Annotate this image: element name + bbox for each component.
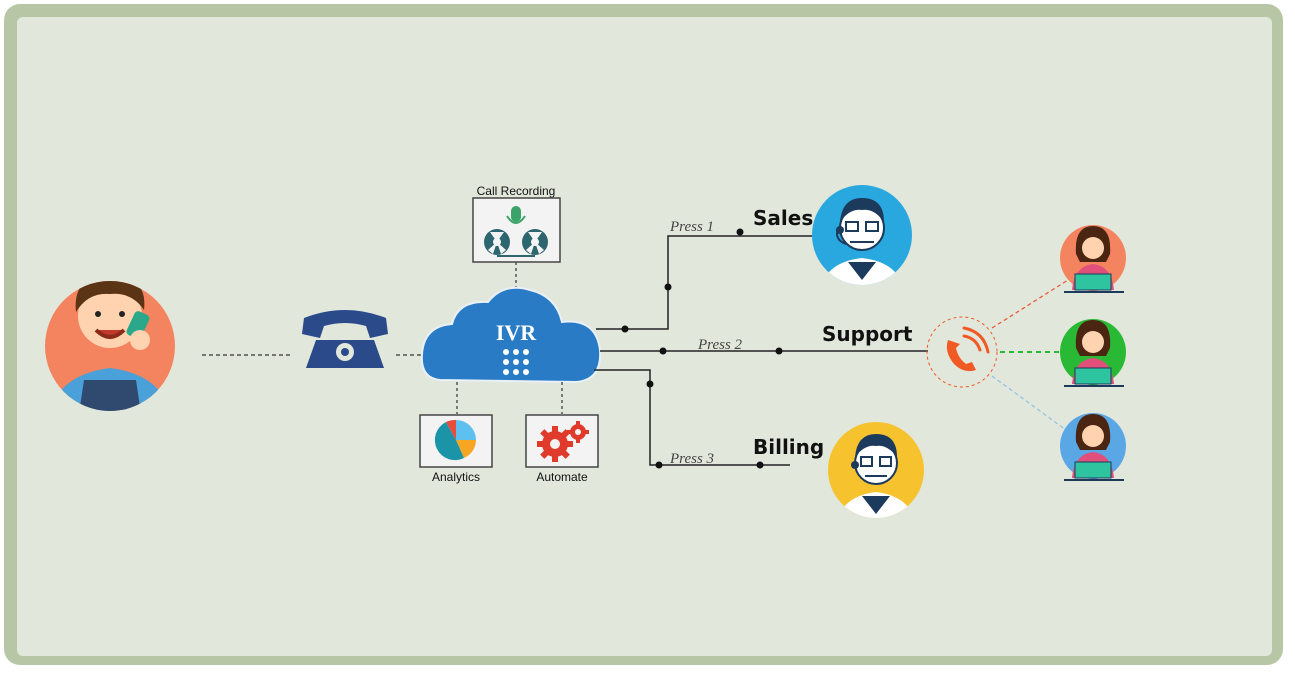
press-1-label: Press 1: [669, 219, 714, 235]
ivr-label: IVR: [496, 320, 537, 345]
route-sales: Press 1 Sales: [596, 206, 820, 333]
call-recording-label: Call Recording: [477, 184, 556, 198]
support-link-bottom: [991, 375, 1067, 431]
keypad-icon: [503, 349, 529, 375]
analytics-box: [419, 414, 493, 468]
telephone-icon: [302, 310, 388, 368]
caller-icon: [45, 281, 175, 411]
automate-label: Automate: [536, 470, 588, 484]
sales-agent-icon: [812, 185, 912, 285]
support-agent-middle-icon: [1060, 319, 1126, 387]
tape-reel-icon: [484, 229, 548, 257]
press-2-label: Press 2: [697, 337, 743, 353]
ivr-cloud: IVR: [420, 286, 602, 384]
microphone-icon: [506, 206, 526, 224]
billing-agent-icon: [828, 422, 924, 518]
analytics-label: Analytics: [432, 470, 480, 484]
support-agent-bottom-icon: [1060, 413, 1126, 481]
diagram-panel: [17, 17, 1272, 656]
support-link-top: [991, 279, 1069, 329]
sales-label: Sales: [753, 206, 813, 230]
call-ringing-icon: [926, 316, 998, 388]
billing-label: Billing: [753, 435, 824, 459]
pie-chart-icon: [434, 419, 476, 461]
route-support: Press 2 Support: [600, 322, 928, 355]
automate-box: [525, 414, 599, 468]
route-billing: Press 3 Billing: [594, 369, 824, 469]
gears-icon: [537, 421, 589, 462]
press-3-label: Press 3: [669, 451, 714, 467]
call-recording-box: [472, 197, 561, 263]
support-agent-top-icon: [1060, 225, 1126, 293]
support-label: Support: [822, 322, 913, 346]
